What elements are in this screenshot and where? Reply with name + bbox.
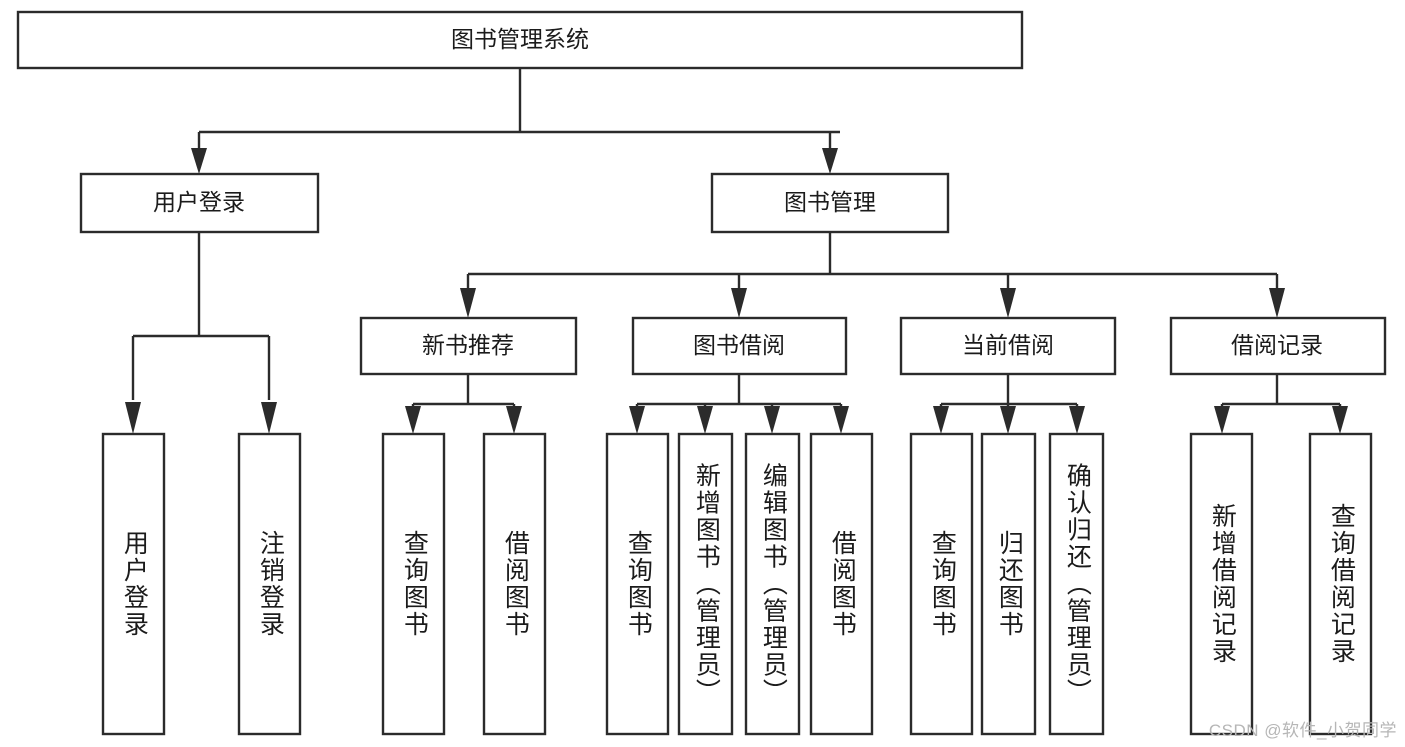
- leaf-new-book-query-label: 查询图书: [400, 530, 429, 638]
- arrow-bookborrow-leaf-3: [764, 406, 780, 434]
- node-book-borrow[interactable]: 图书借阅: [631, 316, 848, 376]
- leaf-current-borrow-confirm[interactable]: 确认归还（管理员）: [1048, 432, 1105, 736]
- node-root-book-management-system[interactable]: 图书管理系统: [16, 10, 1024, 70]
- leaf-new-book-borrow-box[interactable]: [482, 432, 547, 736]
- node-book-management-label: 图书管理: [784, 189, 876, 215]
- leaf-new-book-borrow[interactable]: 借阅图书: [482, 432, 547, 736]
- arrow-userlogin-child-2: [261, 402, 277, 434]
- leaf-new-book-query-box[interactable]: [381, 432, 446, 736]
- leaf-current-borrow-query[interactable]: 查询图书: [909, 432, 974, 736]
- node-current-borrow-box[interactable]: [899, 316, 1117, 376]
- node-root-box[interactable]: [16, 10, 1024, 70]
- watermark-text: CSDN @软件_小贺同学: [1208, 721, 1397, 740]
- node-current-borrow-label: 当前借阅: [962, 332, 1054, 358]
- node-borrow-record-box[interactable]: [1169, 316, 1387, 376]
- arrow-userlogin-child-1: [125, 402, 141, 434]
- leaf-current-borrow-return[interactable]: 归还图书: [980, 432, 1037, 736]
- arrow-root-to-bookmgmt: [822, 148, 838, 174]
- leaf-book-borrow-add[interactable]: 新增图书（管理员）: [677, 432, 734, 736]
- leaf-book-borrow-query[interactable]: 查询图书: [605, 432, 670, 736]
- leaf-book-borrow-borrow[interactable]: 借阅图书: [809, 432, 874, 736]
- arrow-bookborrow-leaf-4: [833, 406, 849, 434]
- node-root-label: 图书管理系统: [451, 26, 589, 52]
- arrow-currentborrow-leaf-1: [933, 406, 949, 434]
- leaf-borrow-record-add-box[interactable]: [1189, 432, 1254, 736]
- node-new-book-recommend[interactable]: 新书推荐: [359, 316, 578, 376]
- leaf-borrow-record-add[interactable]: 新增借阅记录: [1189, 432, 1254, 736]
- arrow-newbook-leaf-1: [405, 406, 421, 434]
- node-book-borrow-label: 图书借阅: [693, 332, 785, 358]
- node-book-borrow-box[interactable]: [631, 316, 848, 376]
- leaf-user-login-login[interactable]: 用户登录: [101, 432, 166, 736]
- node-book-management[interactable]: 图书管理: [710, 172, 950, 234]
- arrow-root-to-userlogin: [191, 148, 207, 174]
- leaf-book-borrow-add-label: 新增图书（管理员）: [692, 463, 721, 706]
- node-borrow-record-label: 借阅记录: [1231, 332, 1323, 358]
- leaf-current-borrow-return-label: 归还图书: [995, 530, 1024, 638]
- leaf-book-borrow-query-label: 查询图书: [624, 530, 653, 638]
- node-new-book-recommend-box[interactable]: [359, 316, 578, 376]
- leaf-book-borrow-borrow-box[interactable]: [809, 432, 874, 736]
- node-new-book-recommend-label: 新书推荐: [422, 332, 514, 358]
- node-current-borrow[interactable]: 当前借阅: [899, 316, 1117, 376]
- leaf-book-borrow-edit[interactable]: 编辑图书（管理员）: [744, 432, 801, 736]
- arrow-borrowrecord-leaf-1: [1214, 406, 1230, 434]
- leaf-current-borrow-query-box[interactable]: [909, 432, 974, 736]
- leaf-book-borrow-edit-box[interactable]: [744, 432, 801, 736]
- leaf-current-borrow-query-label: 查询图书: [928, 530, 957, 638]
- arrow-bookmgmt-child-2: [731, 288, 747, 318]
- node-user-login-label: 用户登录: [153, 189, 245, 215]
- arrow-currentborrow-leaf-3: [1069, 406, 1085, 434]
- arrow-bookmgmt-child-3: [1000, 288, 1016, 318]
- leaf-book-borrow-borrow-label: 借阅图书: [828, 530, 857, 638]
- node-user-login[interactable]: 用户登录: [79, 172, 320, 234]
- leaf-book-borrow-query-box[interactable]: [605, 432, 670, 736]
- leaf-book-borrow-add-box[interactable]: [677, 432, 734, 736]
- leaf-user-login-logout-label: 注销登录: [256, 530, 285, 638]
- leaf-new-book-query[interactable]: 查询图书: [381, 432, 446, 736]
- leaf-current-borrow-confirm-box[interactable]: [1048, 432, 1105, 736]
- leaf-borrow-record-query-box[interactable]: [1308, 432, 1373, 736]
- leaf-user-login-logout[interactable]: 注销登录: [237, 432, 302, 736]
- arrow-bookmgmt-child-1: [460, 288, 476, 318]
- node-book-management-box[interactable]: [710, 172, 950, 234]
- arrow-newbook-leaf-2: [506, 406, 522, 434]
- connector-layer: [125, 68, 1348, 434]
- node-borrow-record[interactable]: 借阅记录: [1169, 316, 1387, 376]
- leaf-current-borrow-confirm-label: 确认归还（管理员）: [1063, 463, 1092, 706]
- leaf-borrow-record-query[interactable]: 查询借阅记录: [1308, 432, 1373, 736]
- arrow-currentborrow-leaf-2: [1000, 406, 1016, 434]
- leaf-new-book-borrow-label: 借阅图书: [501, 530, 530, 638]
- leaf-user-login-login-label: 用户登录: [120, 530, 149, 638]
- arrow-borrowrecord-leaf-2: [1332, 406, 1348, 434]
- leaf-borrow-record-query-label: 查询借阅记录: [1327, 503, 1356, 665]
- leaf-borrow-record-add-label: 新增借阅记录: [1208, 503, 1237, 665]
- leaf-current-borrow-return-box[interactable]: [980, 432, 1037, 736]
- leaf-user-login-login-box[interactable]: [101, 432, 166, 736]
- node-user-login-box[interactable]: [79, 172, 320, 234]
- leaf-book-borrow-edit-label: 编辑图书（管理员）: [759, 463, 788, 706]
- leaf-user-login-logout-box[interactable]: [237, 432, 302, 736]
- arrow-bookborrow-leaf-2: [697, 406, 713, 434]
- arrow-bookmgmt-child-4: [1269, 288, 1285, 318]
- arrow-bookborrow-leaf-1: [629, 406, 645, 434]
